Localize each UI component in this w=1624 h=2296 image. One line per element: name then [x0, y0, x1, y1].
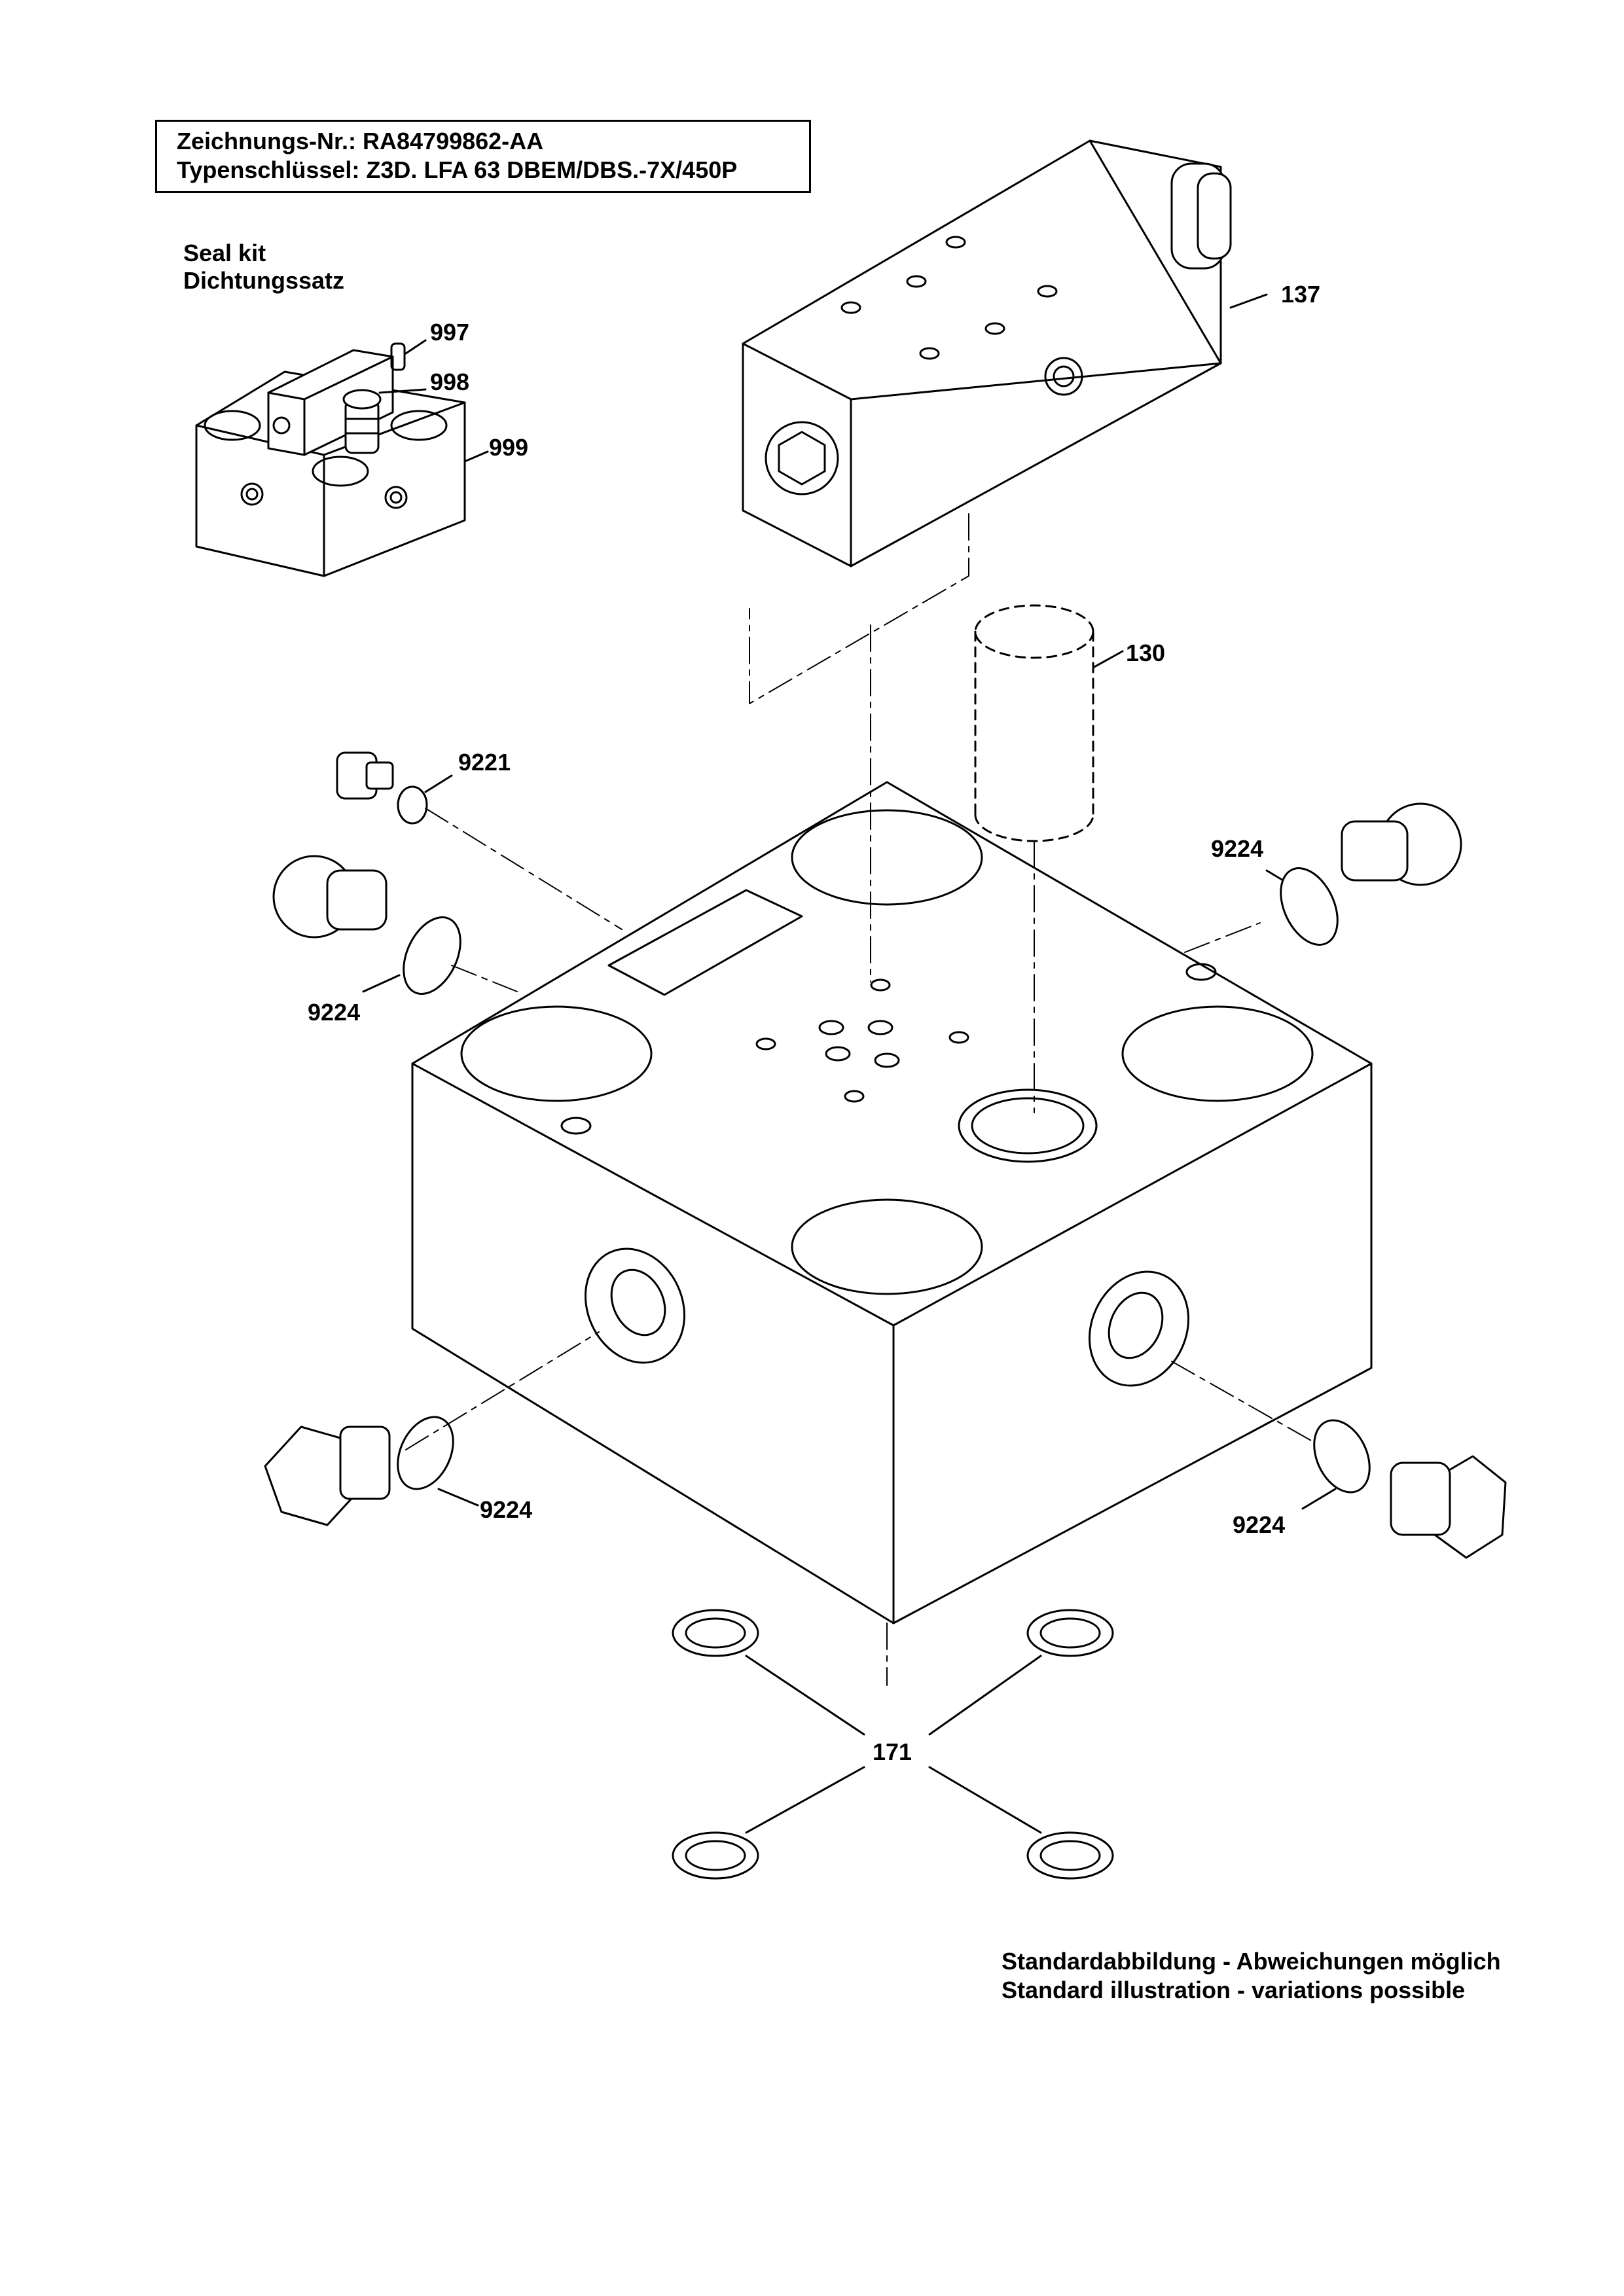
seal-kit-thumbnail: [195, 339, 489, 577]
plug-9224-upper-right: [1265, 802, 1462, 946]
part-label-9224-lower-left: 9224: [480, 1496, 533, 1523]
orifice-insert-130: [974, 604, 1094, 842]
type-code: Typenschlüssel: Z3D. LFA 63 DBEM/DBS.-7X…: [177, 156, 738, 183]
part-label-9221: 9221: [458, 749, 511, 776]
plug-9221: [336, 751, 453, 825]
seal-kit-label-de: Dichtungssatz: [183, 267, 345, 294]
valve-137: [742, 139, 1268, 567]
footer-note-en: Standard illustration - variations possi…: [1001, 1977, 1466, 2003]
title-block: Zeichnungs-Nr.: RA84799862-AA Typenschlü…: [155, 120, 811, 193]
part-label-130: 130: [1126, 639, 1166, 666]
footer-note-de: Standardabbildung - Abweichungen möglich: [1001, 1948, 1501, 1975]
center-lines: [405, 513, 1316, 1686]
part-label-998: 998: [430, 368, 470, 395]
orings-171: [672, 1609, 1114, 1880]
part-label-9224-upper-right: 9224: [1211, 835, 1264, 862]
seal-kit-label-en: Seal kit: [183, 240, 266, 266]
part-label-9224-upper-left: 9224: [308, 999, 361, 1026]
leader-130: [1092, 650, 1124, 669]
manifold-block: [411, 781, 1373, 1624]
drawing-number: Zeichnungs-Nr.: RA84799862-AA: [177, 128, 544, 154]
part-label-137: 137: [1281, 281, 1321, 308]
footer-note: Standardabbildung - Abweichungen möglich…: [1001, 1947, 1501, 2005]
plug-9224-lower-left: [264, 1416, 479, 1526]
part-label-9224-lower-right: 9224: [1233, 1511, 1286, 1538]
plug-9224-lower-right: [1301, 1419, 1507, 1559]
part-label-171: 171: [873, 1738, 912, 1765]
part-label-999: 999: [489, 434, 529, 461]
plug-9224-upper-left: [272, 855, 461, 995]
part-label-997: 997: [430, 319, 470, 346]
